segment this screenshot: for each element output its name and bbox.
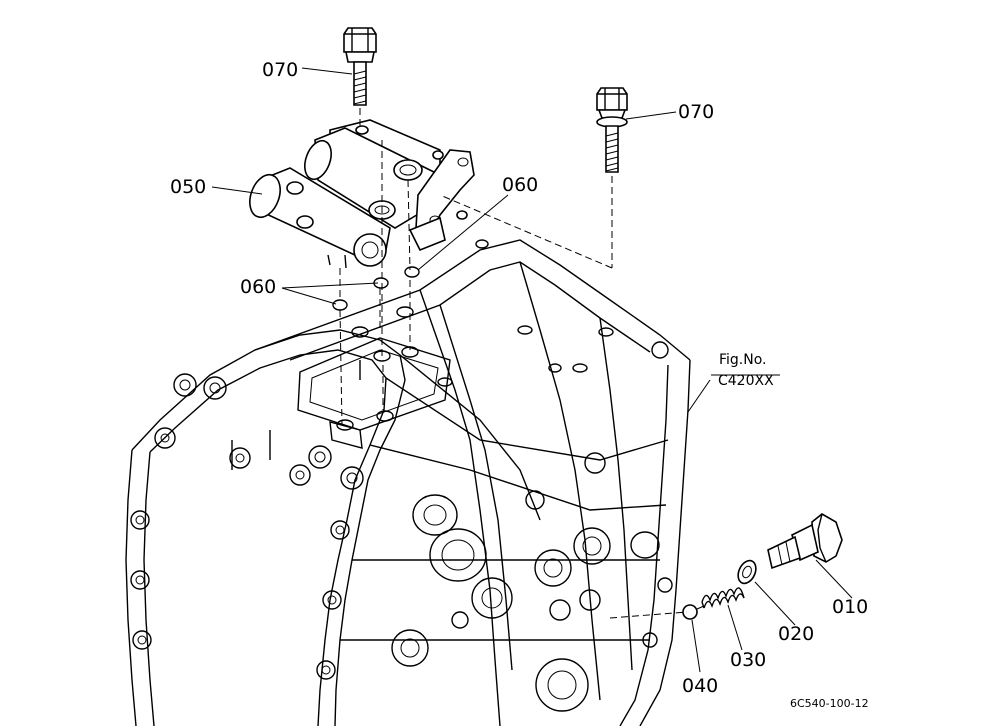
- washer-020: [737, 559, 757, 585]
- transmission-housing: [125, 239, 691, 726]
- ball-040: [682, 604, 698, 620]
- o-rings-060: [332, 266, 420, 311]
- label-040: 040: [682, 675, 718, 697]
- valve-body: [249, 119, 475, 269]
- label-060-left: 060: [240, 276, 276, 298]
- label-050: 050: [170, 176, 206, 198]
- fig-code-label: C420XX: [718, 373, 774, 389]
- drawing-code-label: 6C540-100-12: [790, 697, 869, 710]
- spring-030: [701, 587, 745, 609]
- assembly-center-lines: [339, 108, 705, 619]
- label-070-top: 070: [262, 59, 298, 81]
- label-070-right: 070: [678, 101, 714, 123]
- flange-bolt-bosses: [130, 373, 364, 680]
- label-020: 020: [778, 623, 814, 645]
- housing-bores: [391, 452, 660, 712]
- part-labels: 070 070 050 060 060 Fig.No. C420XX 010 0…: [170, 59, 869, 710]
- bolt-070-right: [596, 87, 628, 173]
- label-060-right: 060: [502, 174, 538, 196]
- plug-010: [767, 513, 843, 570]
- leader-lines: [211, 67, 853, 673]
- mounting-holes: [336, 239, 614, 431]
- bolt-070-top: [343, 27, 377, 106]
- label-030: 030: [730, 649, 766, 671]
- fig-no-label: Fig.No.: [719, 352, 767, 368]
- label-010: 010: [832, 596, 868, 618]
